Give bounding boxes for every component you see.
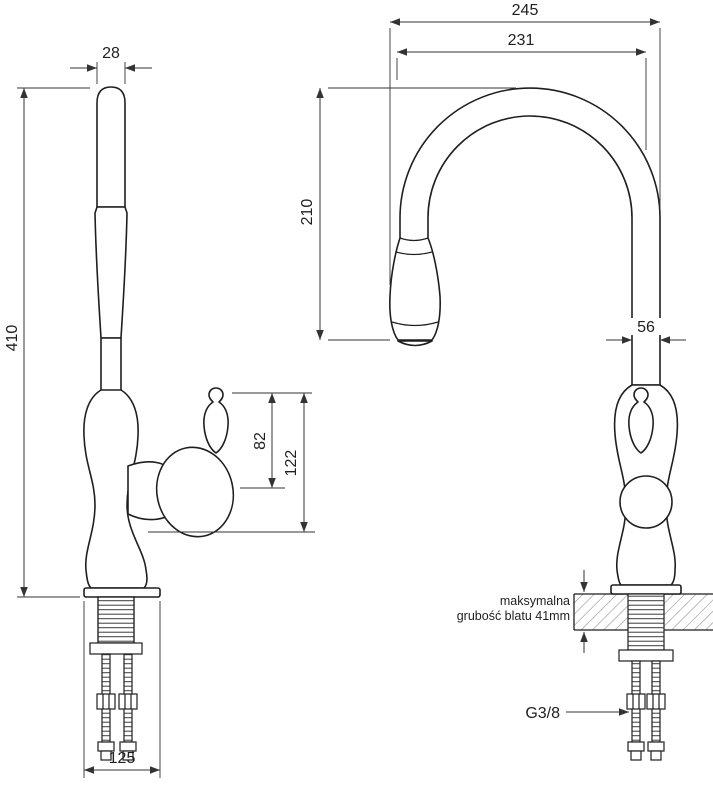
side-head-joint-lines xyxy=(391,237,439,327)
front-spray-head xyxy=(96,86,126,208)
front-handle-lever xyxy=(203,387,229,454)
front-handle-escutcheon xyxy=(155,446,235,538)
side-gooseneck-spout xyxy=(389,87,661,386)
countertop-note-line1: maksymalna xyxy=(500,594,570,608)
dim-front-handle-height: 122 xyxy=(283,450,300,477)
side-view: 245 231 210 56 maksymalna grubość blatu … xyxy=(299,2,713,761)
side-dimensions: 245 231 210 56 maksymalna grubość blatu … xyxy=(299,2,686,722)
dim-56-label-bg xyxy=(629,318,663,335)
front-mounting-hardware xyxy=(89,596,143,761)
side-spray-face xyxy=(397,340,433,347)
dim-side-total-reach: 245 xyxy=(512,2,539,19)
front-neck-tube xyxy=(100,337,122,392)
dim-front-total-height: 410 xyxy=(4,325,21,352)
side-handle-mount-circle xyxy=(619,475,673,529)
dim-front-base-width: 125 xyxy=(109,750,136,767)
side-threaded-shank xyxy=(627,593,665,651)
dim-side-spout-height: 210 xyxy=(299,199,316,226)
side-handle-lever xyxy=(628,387,654,454)
countertop-hatch-right xyxy=(664,594,713,630)
front-view: 28 410 82 122 125 xyxy=(4,45,315,778)
side-mounting-hardware xyxy=(618,593,674,761)
side-base-plate xyxy=(610,584,682,595)
dim-side-spout-reach: 231 xyxy=(508,32,535,49)
dim-front-spout-width: 28 xyxy=(102,45,120,62)
front-coupler-left xyxy=(97,741,115,761)
side-hex-nut-right xyxy=(646,693,666,710)
side-coupler-left xyxy=(627,741,645,761)
countertop-hatch-left xyxy=(574,594,628,630)
dim-front-lever-height: 82 xyxy=(252,432,269,450)
front-base-plate xyxy=(83,587,161,598)
front-hex-nut-right xyxy=(118,693,138,710)
countertop-note-line2: grubość blatu 41mm xyxy=(457,609,570,623)
front-washer xyxy=(89,642,143,655)
front-faucet-outline xyxy=(83,86,235,598)
front-spout-taper xyxy=(94,206,128,339)
front-dimensions: 28 410 82 122 125 xyxy=(4,45,315,778)
front-threaded-shank xyxy=(97,596,135,644)
thread-size-label: G3/8 xyxy=(525,705,560,722)
front-coupler-right xyxy=(119,741,137,761)
side-coupler-right xyxy=(647,741,665,761)
front-hex-nut-left xyxy=(96,693,116,710)
side-hex-nut-left xyxy=(626,693,646,710)
side-washer xyxy=(618,649,674,662)
side-faucet-outline xyxy=(389,87,682,595)
dim-side-body-offset: 56 xyxy=(637,319,655,336)
